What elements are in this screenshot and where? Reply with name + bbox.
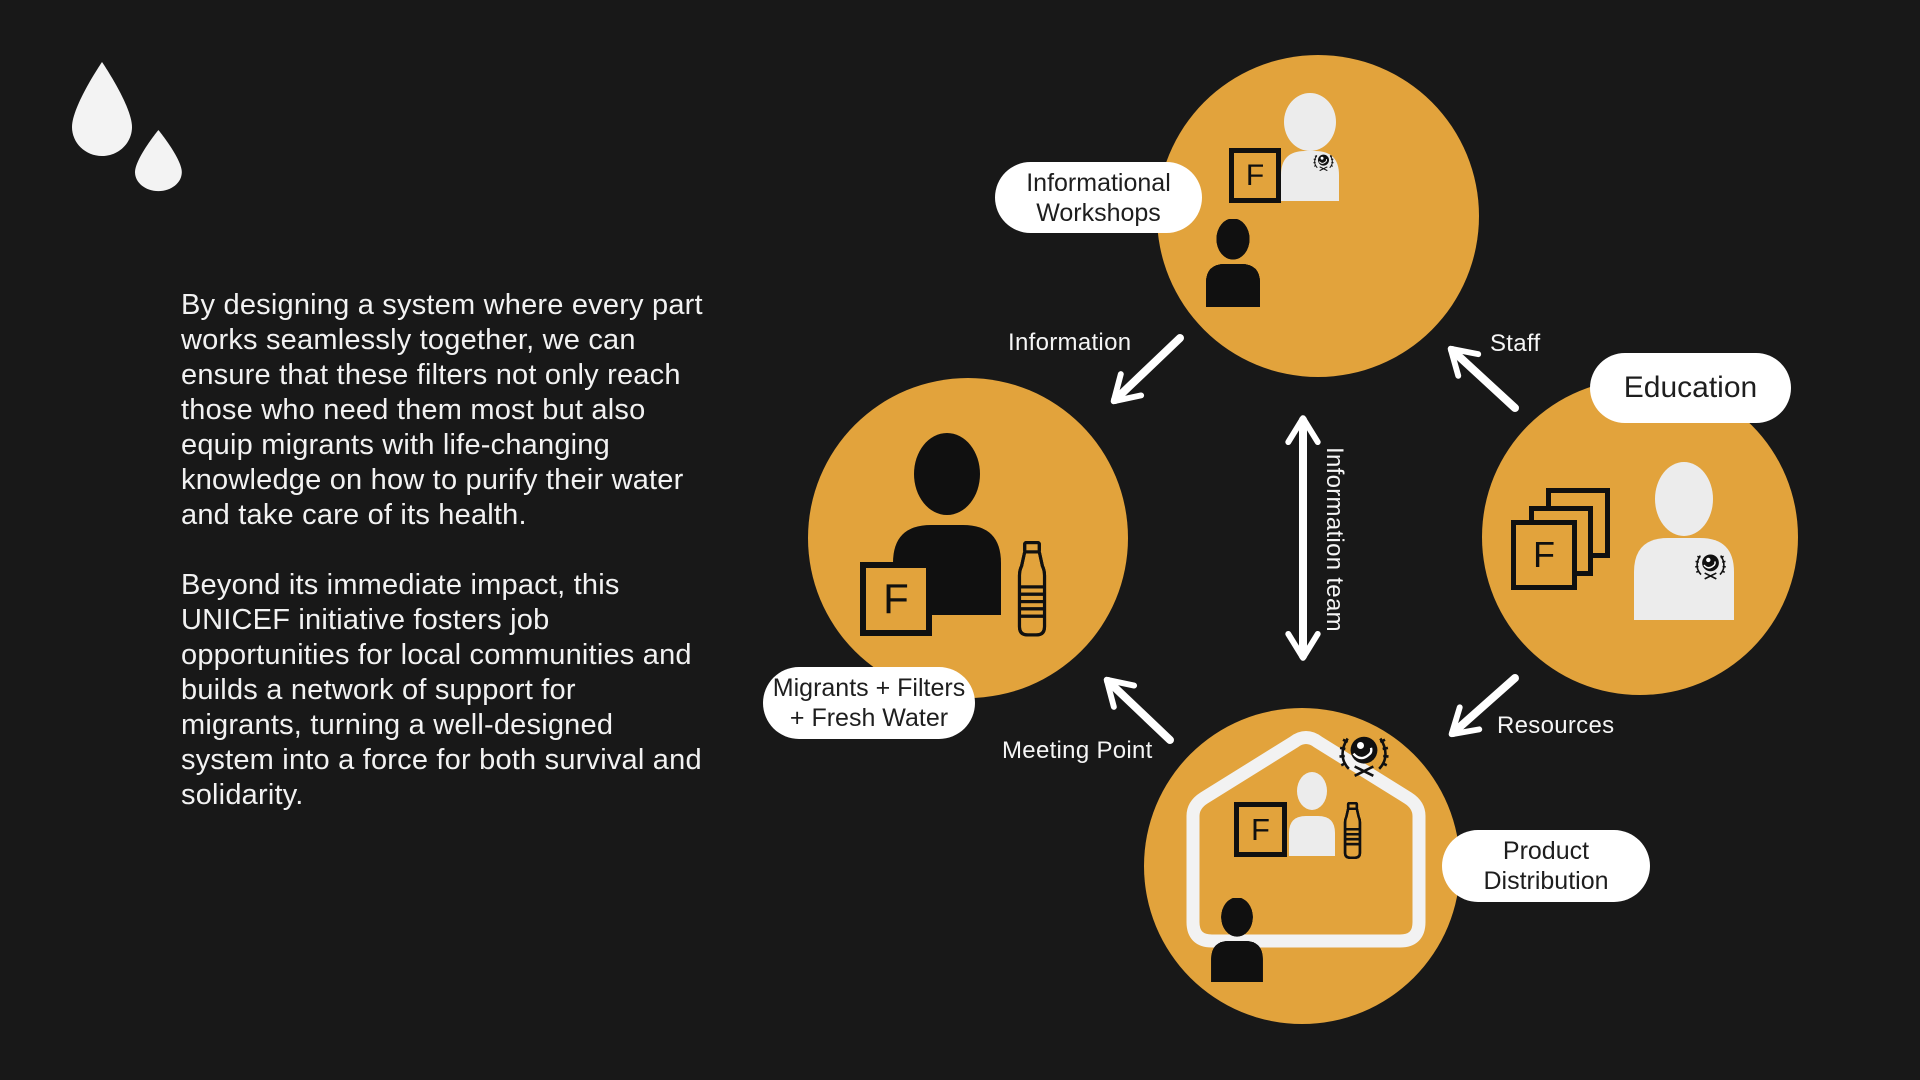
edge-label-staff: Staff (1490, 330, 1541, 357)
body-paragraph-2: Beyond its immediate impact, this UNICEF… (181, 569, 702, 811)
edge-label-resources: Resources (1497, 712, 1615, 739)
presenter-icon (1281, 93, 1339, 201)
unicef-emblem-icon (1313, 154, 1334, 172)
filter-letter: F (1245, 158, 1265, 192)
filter-box-icon: F (1234, 802, 1287, 857)
water-bottle-icon (1017, 541, 1047, 637)
audience-person-icon (1206, 219, 1260, 307)
audience-person-icon (1211, 898, 1263, 982)
label-product-distribution: Product Distribution (1442, 830, 1650, 902)
filter-letter: F (1251, 811, 1270, 847)
document-card-front: F (1511, 520, 1577, 590)
document-stack-icon: F (1482, 379, 1798, 695)
label-migrants-filters-fresh-water: Migrants + Filters + Fresh Water (763, 667, 975, 739)
label-education: Education (1590, 353, 1791, 423)
water-drops-logo-icon (72, 62, 182, 192)
staff-person-icon (1634, 462, 1734, 620)
body-text: By designing a system where every part w… (181, 288, 703, 848)
edge-label-information-team: Information team (1321, 447, 1348, 632)
filter-box-icon: F (1229, 148, 1281, 203)
node-education: F (1482, 379, 1798, 695)
edge-label-meeting-point: Meeting Point (1002, 737, 1153, 764)
water-bottle-icon (1343, 802, 1362, 859)
edge-label-information: Information (1008, 329, 1132, 356)
shelter-icon (1186, 731, 1426, 948)
filter-letter: F (883, 575, 909, 622)
unicef-emblem-icon (1339, 736, 1389, 777)
label-informational-workshops: Informational Workshops (995, 162, 1202, 233)
body-paragraph-1: By designing a system where every part w… (181, 289, 703, 531)
node-product-distribution: F (1144, 708, 1460, 1024)
node-informational-workshops: F (1157, 55, 1479, 377)
filter-box-icon: F (860, 562, 932, 636)
filter-letter: F (1533, 534, 1555, 575)
distributor-person-icon (1289, 772, 1335, 856)
unicef-emblem-icon (1695, 554, 1726, 580)
node-migrants-filters-fresh-water: F (808, 378, 1128, 698)
